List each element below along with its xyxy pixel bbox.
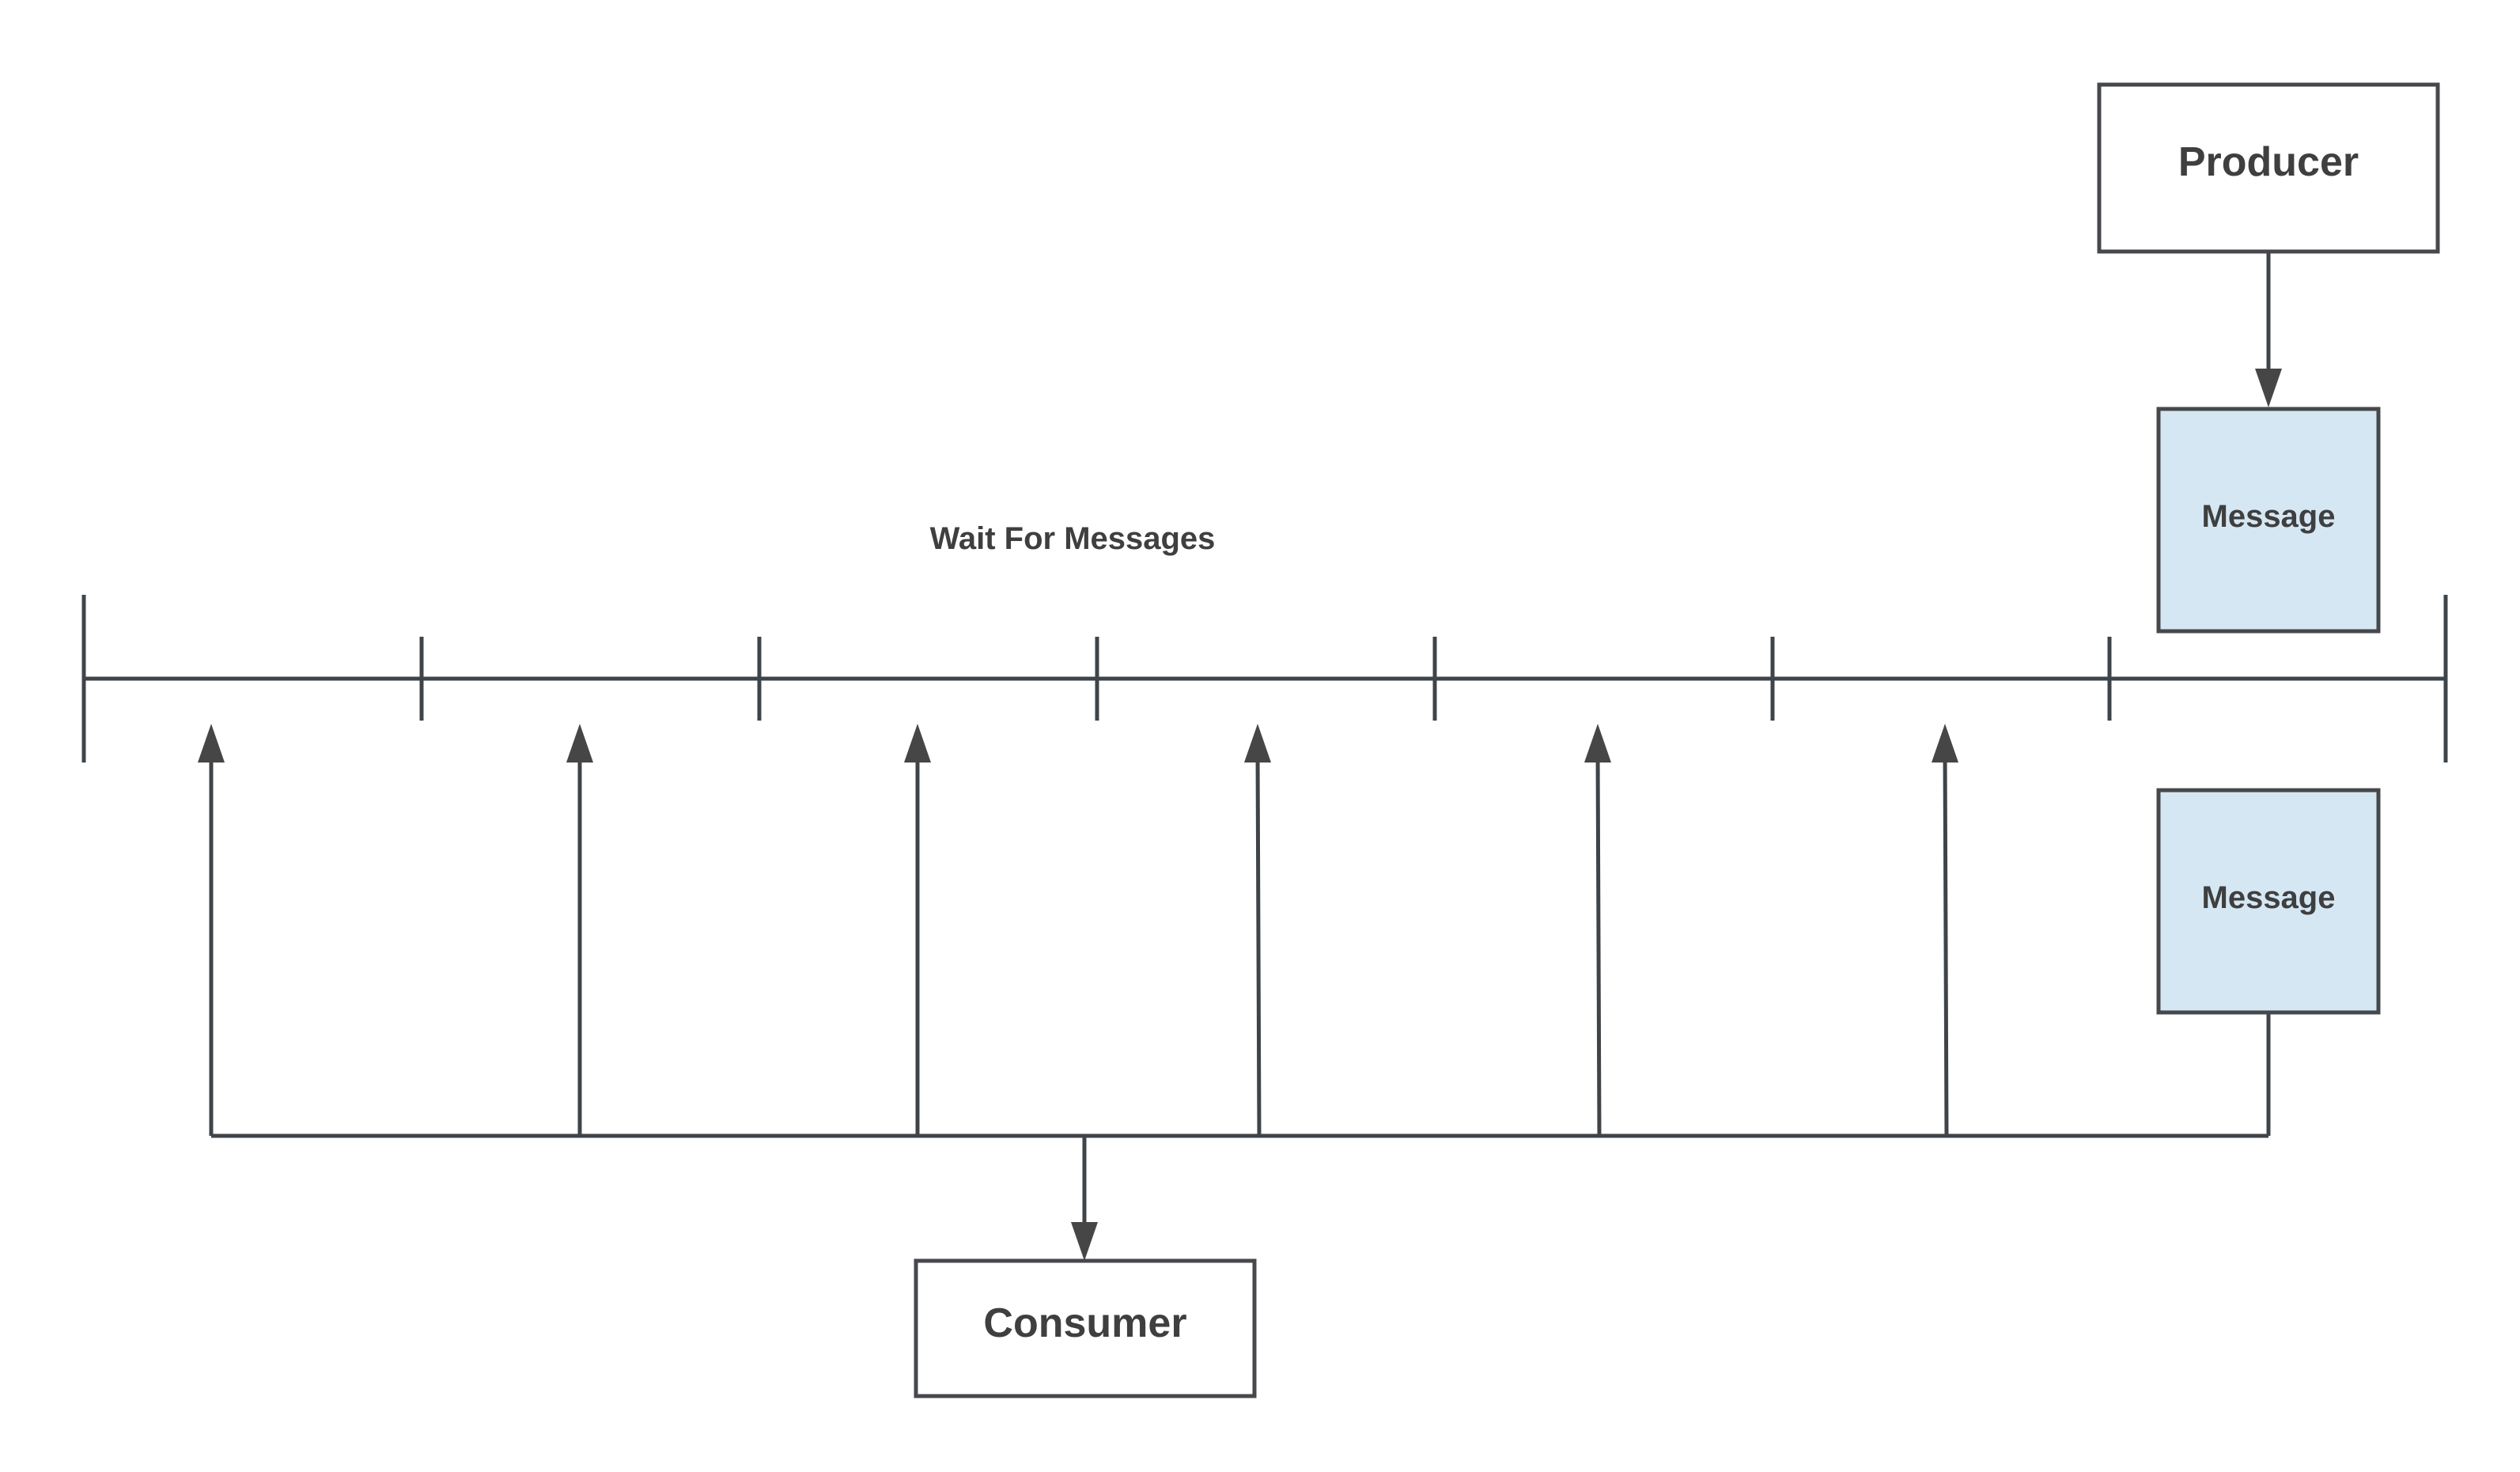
arrowhead-down-icon	[2255, 369, 2282, 407]
arrowhead-up-icon	[198, 724, 225, 762]
poll-arrow	[1932, 724, 1958, 1137]
timeline-ticks	[419, 637, 2112, 721]
poll-arrow	[1584, 724, 1611, 1137]
arrowhead-up-icon	[1932, 724, 1958, 762]
poll-arrows	[198, 724, 1958, 1137]
bus-to-consumer-arrow	[1071, 1136, 1098, 1261]
message-bottom-label: Message	[2202, 880, 2336, 915]
poll-arrow	[904, 724, 931, 1136]
consumer-label: Consumer	[983, 1300, 1186, 1346]
poll-arrow	[198, 724, 225, 1136]
producer-node: Producer	[2097, 82, 2440, 254]
timeline-caption: Wait For Messages	[930, 521, 1216, 556]
poll-arrow	[566, 724, 593, 1136]
arrowhead-up-icon	[904, 724, 931, 762]
producer-to-message-arrow	[2255, 252, 2282, 407]
message-box-top: Message	[2156, 407, 2381, 634]
arrowhead-up-icon	[1584, 724, 1611, 762]
producer-label: Producer	[2178, 139, 2359, 185]
arrowhead-up-icon	[1244, 724, 1271, 762]
poll-arrow	[1244, 724, 1271, 1137]
message-box-bottom: Message	[2156, 788, 2381, 1015]
consumer-node: Consumer	[914, 1258, 1257, 1398]
message-top-label: Message	[2202, 499, 2336, 534]
arrowhead-up-icon	[566, 724, 593, 762]
arrowhead-down-icon	[1071, 1222, 1098, 1261]
